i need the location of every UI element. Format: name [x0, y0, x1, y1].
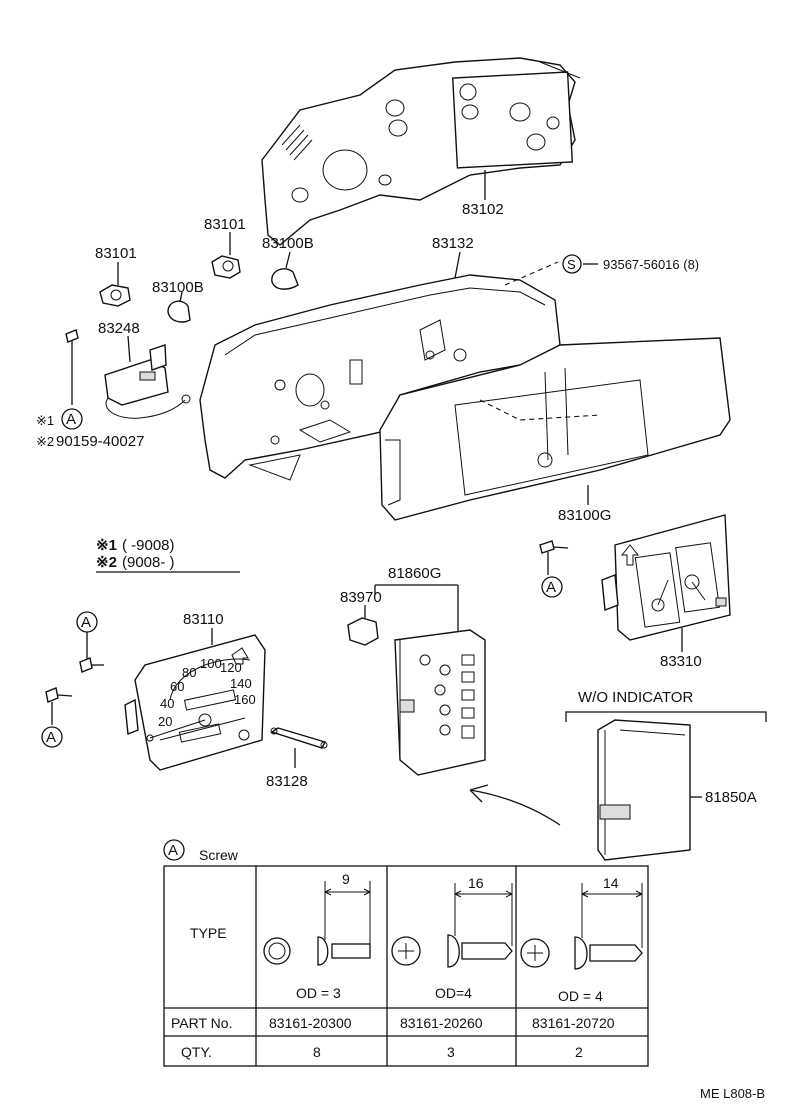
screw-speedo-upper [79, 657, 104, 673]
label-screw-93567: 93567-56016 (8) [603, 257, 699, 272]
label-83970: 83970 [340, 589, 382, 606]
circle-a-text-table: A [168, 842, 178, 859]
label-83132: 83132 [432, 235, 474, 252]
label-83110: 83110 [183, 611, 224, 628]
screw-qty-1: 8 [313, 1044, 321, 1060]
label-83128: 83128 [266, 773, 308, 790]
speedo-num: 20 [158, 714, 172, 729]
screw-length-1: 9 [342, 871, 350, 887]
part-83100b-bulb-upper [271, 268, 299, 290]
row-label-qty: QTY. [181, 1044, 212, 1060]
circle-s-marker [562, 254, 582, 274]
screw-qty-3: 2 [575, 1044, 583, 1060]
row-label-part-no: PART No. [171, 1015, 232, 1031]
part-83102-circuit-plate [261, 57, 581, 246]
screw-type-3-drawing [520, 883, 643, 970]
circle-a-text-3: A [81, 614, 91, 631]
screw-length-2: 16 [468, 875, 484, 891]
circle-a-marker-table [163, 839, 185, 861]
circle-a-text-4: A [46, 729, 56, 746]
label-wo-indicator: W/O INDICATOR [578, 689, 693, 706]
circle-a-marker-4 [41, 726, 63, 748]
legend-note1-mark: ※1 [96, 537, 117, 554]
part-83100g-meter-glass [379, 337, 731, 521]
part-83128-pin [270, 727, 328, 749]
label-83100b-upper: 83100B [262, 235, 314, 252]
screw-90159-40027 [65, 329, 79, 405]
speedo-num: 120 [220, 660, 242, 675]
part-83970-socket [347, 617, 379, 646]
legend-note2-text: (9008- ) [122, 554, 175, 571]
screw-qty-2: 3 [447, 1044, 455, 1060]
drawing-code: ME L808-B [700, 1086, 765, 1101]
screw-table: A Screw TYPE PART No. QTY. 9 OD = 3 8316… [163, 839, 649, 1067]
speedo-num: 60 [170, 679, 184, 694]
speedo-num: 160 [234, 692, 256, 707]
screw-speedo-lower [45, 687, 73, 725]
circle-a-marker-2 [541, 576, 563, 598]
screw-od-1: OD = 3 [296, 985, 341, 1001]
screw-length-3: 14 [603, 875, 619, 891]
label-81850a: 81850A [705, 789, 757, 806]
screw-part-no-3: 83161-20720 [532, 1015, 615, 1031]
note1-prefix-left: ※1 [36, 413, 54, 428]
part-83248-relay [104, 344, 191, 419]
screw-od-3: OD = 4 [558, 988, 603, 1004]
label-83248: 83248 [98, 320, 140, 337]
speedo-scale: 20 40 60 80 100 120 140 160 [158, 656, 256, 729]
screw-table-title: Screw [199, 847, 239, 863]
speedo-num: 40 [160, 696, 174, 711]
label-83101-left: 83101 [95, 245, 137, 262]
part-81860g-circuit-board [394, 629, 486, 776]
screw-type-2-drawing [391, 883, 513, 968]
part-83101-socket-left [99, 284, 131, 307]
circle-s-text: S [567, 257, 576, 272]
note2-prefix-left: ※2 [36, 434, 54, 449]
part-83110-speedometer [124, 634, 266, 771]
speedo-num: 100 [200, 656, 222, 671]
part-83100b-bulb-lower [167, 300, 191, 323]
label-90159-40027: 90159-40027 [56, 433, 144, 450]
part-83310-gauge [601, 514, 731, 641]
speedo-num: 140 [230, 676, 252, 691]
label-83310: 83310 [660, 653, 702, 670]
screw-od-2: OD=4 [435, 985, 472, 1001]
label-81860g: 81860G [388, 565, 441, 582]
row-label-type: TYPE [190, 925, 227, 941]
label-83100g: 83100G [558, 507, 611, 524]
part-81850a-blank-plate [597, 719, 691, 861]
circle-a-text-1: A [66, 411, 76, 428]
legend-note1-text: ( -9008) [122, 537, 175, 554]
screw-type-1-drawing [263, 881, 371, 966]
circle-a-text-2: A [546, 579, 556, 596]
screw-part-no-2: 83161-20260 [400, 1015, 483, 1031]
label-83100b-lower: 83100B [152, 279, 204, 296]
screw-part-no-1: 83161-20300 [269, 1015, 352, 1031]
speedo-num: 80 [182, 665, 196, 680]
circle-a-marker-1 [61, 408, 83, 430]
legend-note2-mark: ※2 [96, 554, 117, 571]
part-83101-socket-right [211, 255, 241, 279]
screw-gauge [539, 540, 569, 575]
label-83102: 83102 [462, 201, 504, 218]
label-83101-upper: 83101 [204, 216, 246, 233]
